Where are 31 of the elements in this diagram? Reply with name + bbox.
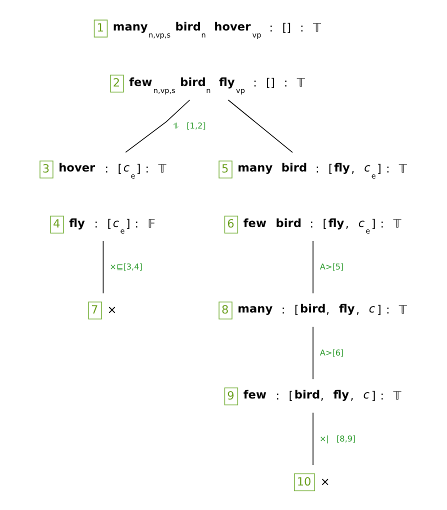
edge-label: ×⊑[3,4] <box>110 262 142 272</box>
edge-label: ×| [8,9] <box>320 433 356 444</box>
node-box: 3 <box>40 160 54 178</box>
connector <box>228 100 293 153</box>
node-box: 2 <box>110 74 124 93</box>
connector <box>312 240 314 294</box>
edge-label: A>[6] <box>320 347 344 358</box>
connector <box>312 412 314 466</box>
connector <box>312 326 314 380</box>
node-label: few$_{n,vp,s}$ bird$_{n}$ fly$_{vp}$ : [] : 𝕋 <box>129 74 305 95</box>
node-label: fly : [c$_{e}$] : 𝔽 <box>69 216 156 236</box>
node-label: many$_{n,vp,s}$ bird$_{n}$ hover$_{vp}$ : [] : 𝕋 <box>112 20 322 40</box>
node-label: hover : [c$_{e}$] : 𝕋 <box>58 160 166 181</box>
node-box: 5 <box>218 160 232 178</box>
node-label: few : [bird, fly, c] : 𝕋 <box>243 388 402 402</box>
connector <box>125 100 190 153</box>
node-label: many : [bird, fly, c] : 𝕋 <box>238 302 407 316</box>
node-box: 7 <box>88 302 102 320</box>
node-box: 6 <box>224 216 238 234</box>
edge-label: ⥮ [1,2] <box>172 120 206 131</box>
connector <box>102 240 104 294</box>
node-box: 4 <box>50 216 64 234</box>
node-label: many bird : [fly, c$_{e}$] : 𝕋 <box>238 160 407 181</box>
node-label: few bird : [fly, c$_{e}$] : 𝕋 <box>243 216 402 236</box>
node-label: × <box>107 302 117 316</box>
node-box: 1 <box>94 20 108 38</box>
node-box: 8 <box>218 302 232 320</box>
node-label: × <box>320 474 330 488</box>
edge-label: A>[5] <box>320 262 344 272</box>
node-box: 9 <box>224 387 238 406</box>
node-box: 10 <box>294 473 316 492</box>
